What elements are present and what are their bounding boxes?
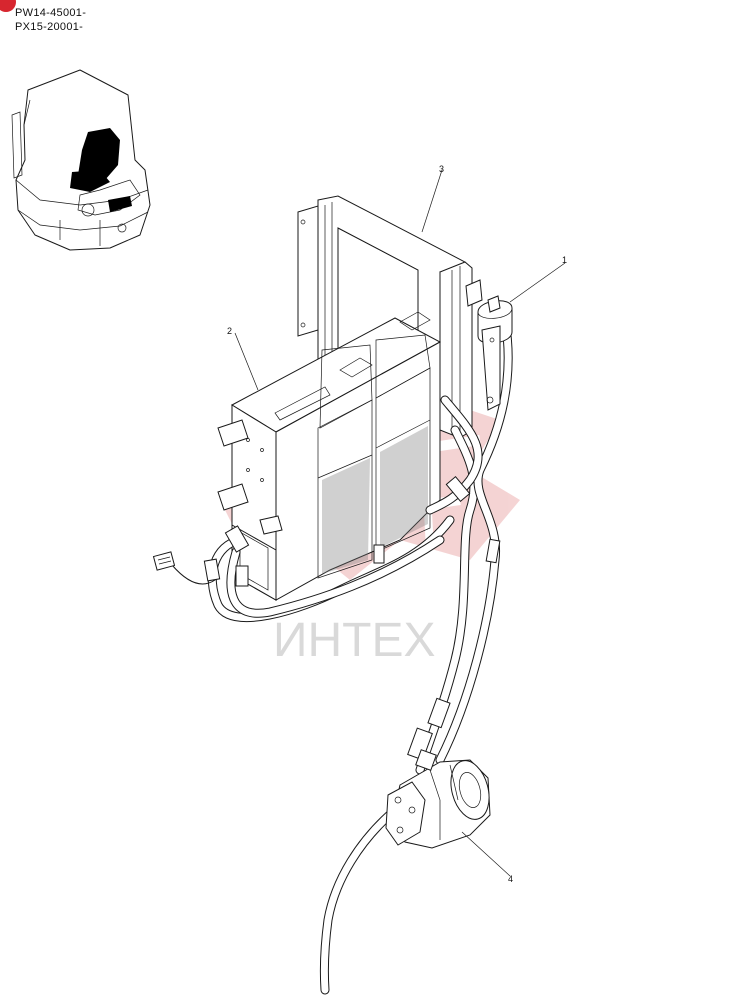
serial-range-2: PX15-20001- <box>15 21 84 33</box>
part-4-compressor <box>385 749 491 849</box>
callout-3: 3 <box>439 164 444 174</box>
wire-harness-connector <box>152 551 216 585</box>
watermark-text: ИНТЕХ <box>273 614 436 667</box>
callout-4: 4 <box>508 874 513 884</box>
leader-lines <box>234 169 566 877</box>
part-1-receiver-drier <box>465 279 513 411</box>
machine-locator-icon <box>11 69 151 251</box>
callout-1: 1 <box>562 255 567 265</box>
serial-range-1: PW14-45001- <box>15 7 87 19</box>
callout-2: 2 <box>227 326 232 336</box>
hose-assembly <box>203 315 513 995</box>
part-2-hvac-unit <box>217 311 442 601</box>
corner-badge-icon <box>0 0 16 12</box>
